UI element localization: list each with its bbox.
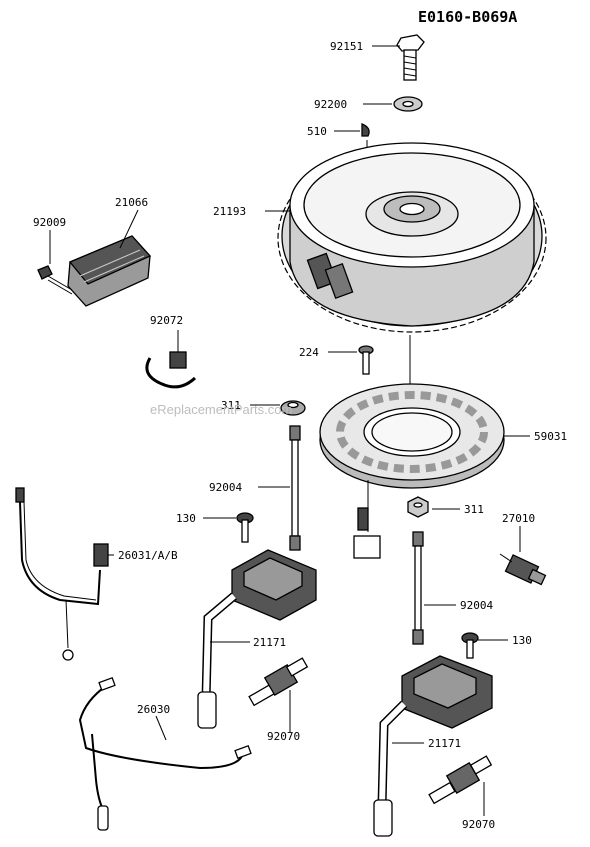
- voltage-regulator[interactable]: [67, 235, 152, 307]
- ignition-coil-left[interactable]: [197, 549, 317, 729]
- stud-left[interactable]: [289, 425, 301, 551]
- stud-right[interactable]: [412, 531, 424, 645]
- callout-27010: 27010: [502, 512, 535, 525]
- callout-92009: 92009: [33, 216, 66, 229]
- stator-connector: [353, 535, 381, 559]
- callout-21193: 21193: [213, 205, 246, 218]
- flywheel[interactable]: [277, 142, 547, 333]
- callout-224: 224: [299, 346, 319, 359]
- coil-bolt-right[interactable]: [461, 632, 479, 659]
- callout-92200: 92200: [314, 98, 347, 111]
- callout-92070-left: 92070: [267, 730, 300, 743]
- spacer-upper[interactable]: [280, 400, 306, 416]
- callout-92004-right: 92004: [460, 599, 493, 612]
- callout-92004-left: 92004: [209, 481, 242, 494]
- callout-130-left: 130: [176, 512, 196, 525]
- ignition-coil-right[interactable]: [373, 655, 493, 837]
- spark-plug-right[interactable]: [428, 755, 493, 805]
- callout-510: 510: [307, 125, 327, 138]
- spark-plug-left[interactable]: [248, 657, 309, 707]
- callout-92072: 92072: [150, 314, 183, 327]
- stator-screw[interactable]: [358, 345, 374, 375]
- oil-pressure-switch[interactable]: [499, 553, 547, 586]
- callout-311-upper: 311: [221, 399, 241, 412]
- watermark: eReplacementParts.com: [150, 402, 292, 417]
- callout-21171-right: 21171: [428, 737, 461, 750]
- diagram-code: E0160-B069A: [418, 8, 517, 26]
- callout-311-lower: 311: [464, 503, 484, 516]
- flywheel-washer[interactable]: [393, 96, 423, 112]
- wire-clamp[interactable]: [145, 351, 197, 389]
- regulator-screw[interactable]: [37, 265, 73, 295]
- stator-coil[interactable]: [319, 383, 505, 489]
- coil-bolt-left[interactable]: [236, 512, 254, 543]
- spacer-lower[interactable]: [407, 496, 429, 518]
- callout-92070-right: 92070: [462, 818, 495, 831]
- lead-wire-26030[interactable]: [78, 677, 252, 831]
- wire-harness-26031[interactable]: [15, 487, 109, 661]
- callout-26030: 26030: [137, 703, 170, 716]
- flywheel-bolt[interactable]: [396, 34, 425, 81]
- woodruff-key[interactable]: [361, 123, 370, 137]
- callout-59031: 59031: [534, 430, 567, 443]
- callout-130-right: 130: [512, 634, 532, 647]
- callout-21171-left: 21171: [253, 636, 286, 649]
- callout-21066: 21066: [115, 196, 148, 209]
- callout-26031: 26031/A/B: [118, 549, 178, 562]
- callout-92151: 92151: [330, 40, 363, 53]
